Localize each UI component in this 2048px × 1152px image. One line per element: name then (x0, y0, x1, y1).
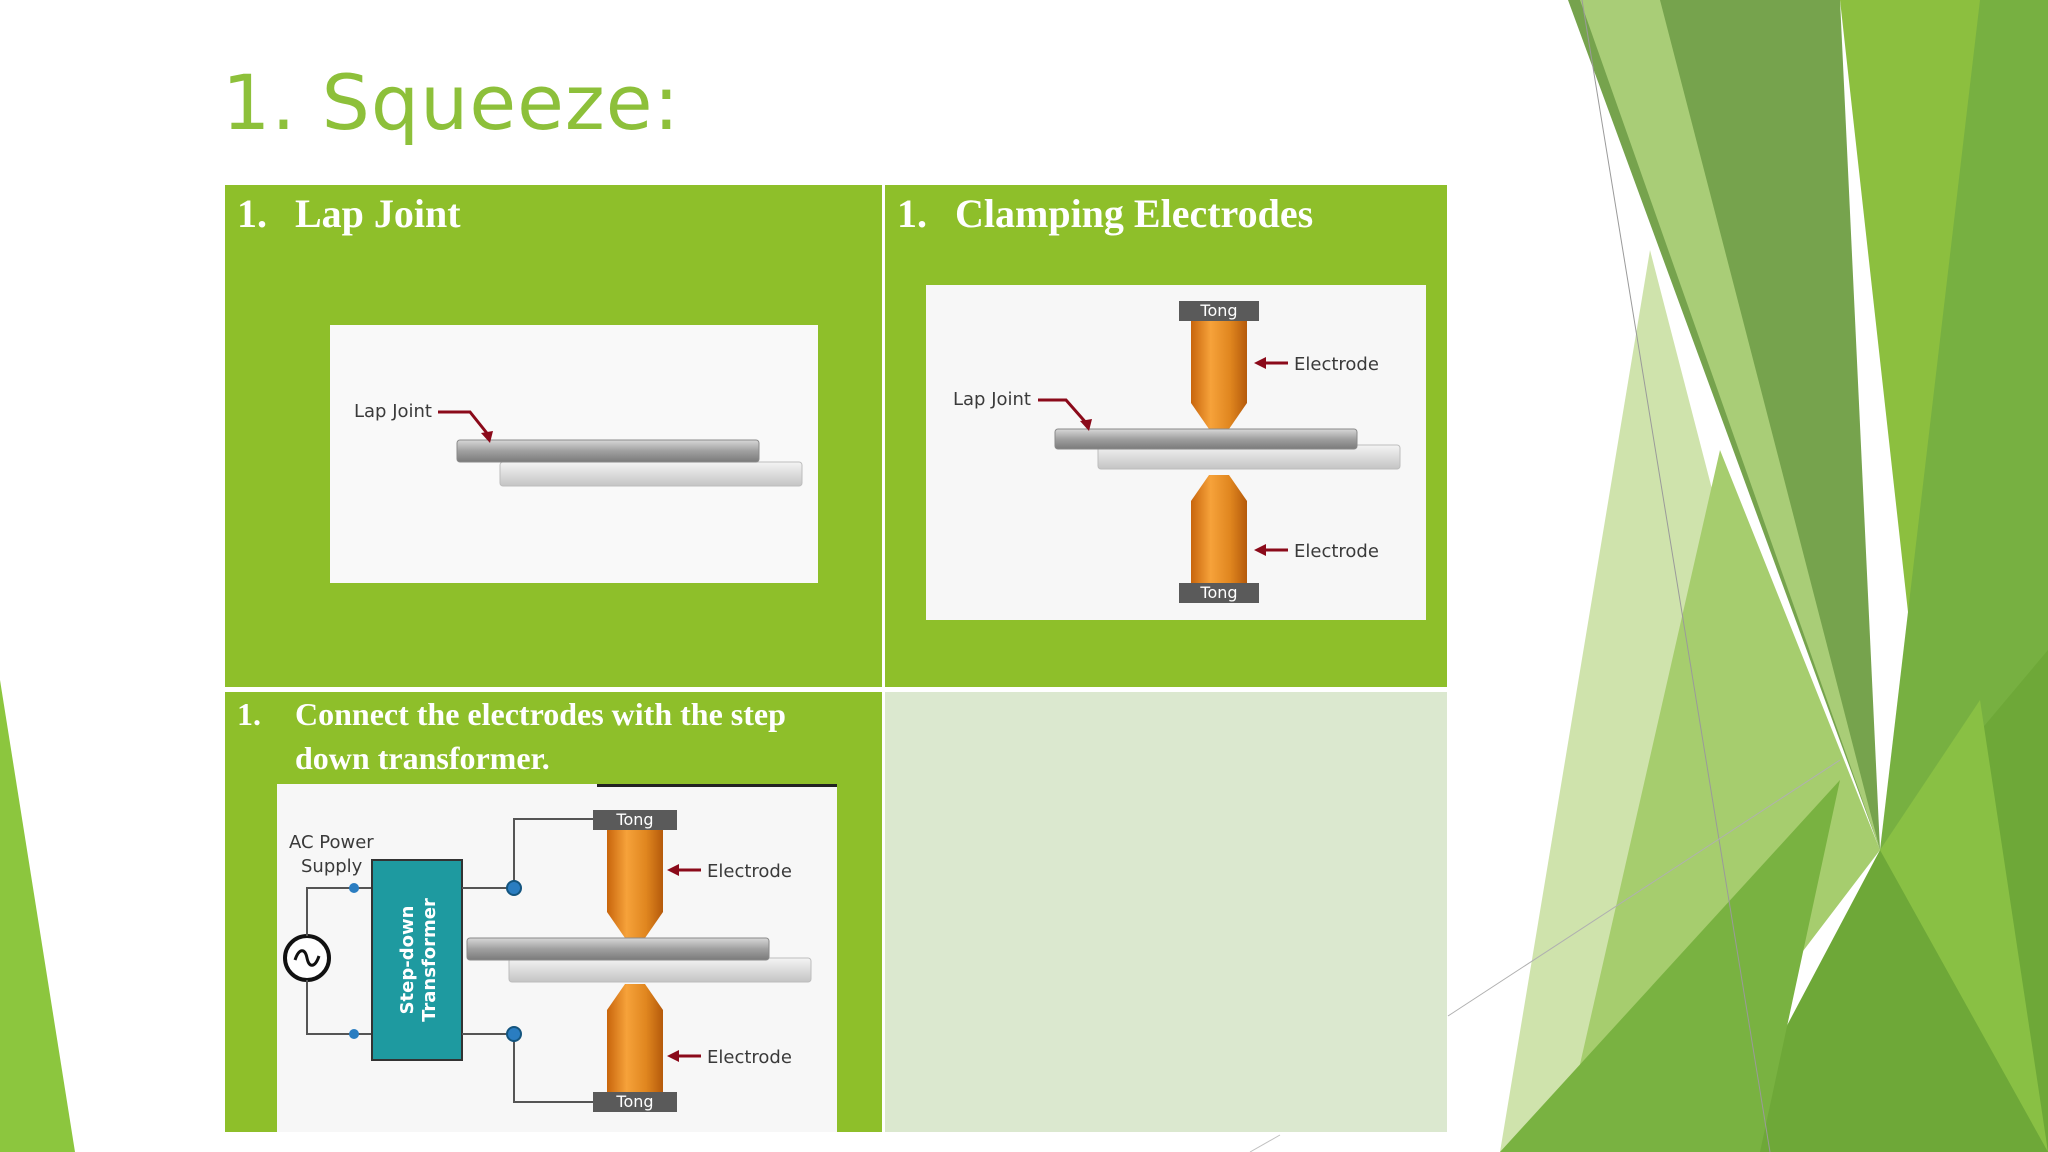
pointer-arrow (438, 410, 492, 438)
heading-text: Clamping Electrodes (955, 191, 1314, 236)
cell-heading-connect: 1. Connect the electrodes with the step … (237, 692, 837, 780)
electrode-bottom-label: Electrode (707, 1047, 792, 1068)
list-number: 1. (897, 191, 927, 236)
transformer-label-1: Step-down (397, 906, 418, 1015)
tong-bottom-label: Tong (1199, 583, 1237, 602)
electrode-top-label: Electrode (1294, 354, 1379, 375)
electrode-top-label: Electrode (707, 861, 792, 882)
electrode-bottom-label: Electrode (1294, 541, 1379, 562)
heading-text: Lap Joint (295, 191, 461, 236)
transformer-figure: AC Power Supply Step-down Transformer To… (277, 784, 837, 1132)
lap-joint-label: Lap Joint (354, 401, 432, 422)
tong-top-label: Tong (615, 810, 653, 829)
transformer-diagram: AC Power Supply Step-down Transformer To… (277, 784, 837, 1132)
cell-heading-clamping: 1. Clamping Electrodes (897, 191, 1313, 237)
cell-clamping-electrodes: 1. Clamping Electrodes Tong (885, 185, 1447, 687)
slide-title: 1. Squeeze: (222, 58, 681, 147)
ac-supply-label-1: AC Power (289, 832, 374, 853)
cell-heading-lap-joint: 1. Lap Joint (237, 191, 461, 237)
lap-joint-label: Lap Joint (953, 389, 1031, 410)
list-number: 1. (237, 191, 267, 236)
step-down-transformer (371, 859, 463, 1061)
cell-lap-joint: 1. Lap Joint Lap Joint (225, 185, 882, 687)
tong-bottom-label: Tong (615, 1092, 653, 1111)
lap-joint-figure: Lap Joint (330, 325, 818, 583)
heading-text: Connect the electrodes with the step dow… (295, 696, 786, 776)
clamping-figure: Tong Tong Lap Joint Electrode Electrode (926, 285, 1426, 620)
cell-connect-electrodes: 1. Connect the electrodes with the step … (225, 692, 882, 1132)
electrode-top (1191, 321, 1247, 429)
electrode-bottom (1191, 475, 1247, 583)
lap-joint-diagram: Lap Joint (330, 325, 818, 583)
ac-supply-label-2: Supply (301, 856, 363, 877)
cell-empty (885, 692, 1447, 1132)
transformer-label-2: Transformer (419, 898, 440, 1022)
tong-bottom (1179, 583, 1259, 603)
tong-top-label: Tong (1199, 301, 1237, 320)
list-number: 1. (237, 696, 261, 732)
tong-top (1179, 301, 1259, 321)
clamping-diagram: Tong Tong Lap Joint Electrode Electrode (926, 285, 1426, 620)
